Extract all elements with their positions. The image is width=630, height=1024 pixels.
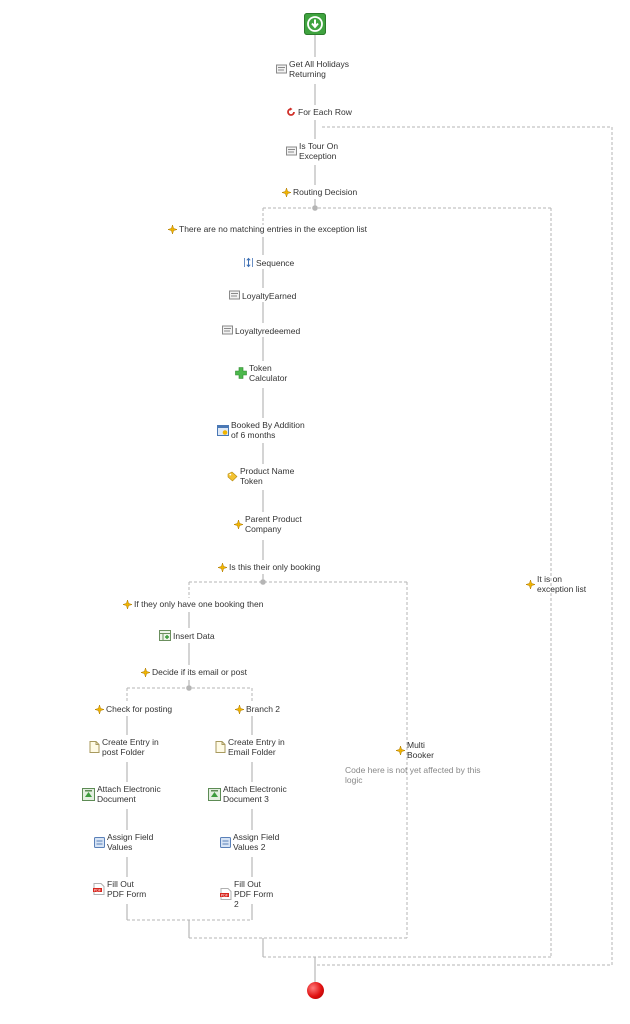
step-label: Insert Data <box>173 630 215 641</box>
step-booked-by-addition[interactable]: Booked By Addition of 6 months <box>217 420 311 440</box>
step-label: Fill Out PDF Form 2 <box>234 879 274 909</box>
step-label: Get All Holidays Returning <box>289 59 349 79</box>
branch-it-is-on-exception-list[interactable]: It is on exception list <box>526 574 599 594</box>
step-label: For Each Row <box>298 107 352 117</box>
document-icon <box>89 741 100 753</box>
step-product-name-token[interactable]: Product Name Token <box>227 466 300 486</box>
step-fill-out-pdf-form-2[interactable]: PDF Fill Out PDF Form 2 <box>220 879 279 909</box>
decision-star-icon <box>218 562 227 572</box>
decision-star-icon <box>123 599 132 609</box>
step-is-tour-on-exception[interactable]: Is Tour On Exception <box>286 141 344 161</box>
step-label: It is on exception list <box>537 574 587 594</box>
step-routing-decision[interactable]: Routing Decision <box>282 187 357 197</box>
assign-fields-icon <box>220 836 231 848</box>
step-decide-email-or-post[interactable]: Decide if its email or post <box>141 667 247 677</box>
step-label: Booked By Addition of 6 months <box>231 420 305 440</box>
step-label: Decide if its email or post <box>152 667 247 677</box>
query-icon <box>276 64 287 73</box>
query-icon <box>222 325 233 335</box>
step-label: Assign Field Values <box>107 832 154 852</box>
green-plus-icon <box>235 367 247 379</box>
assign-fields-icon <box>94 836 105 848</box>
step-label: Sequence <box>256 257 295 268</box>
workflow-end-node[interactable] <box>307 982 324 999</box>
token-icon <box>227 471 238 481</box>
step-label: There are no matching entries in the exc… <box>179 224 368 234</box>
pdf-icon: PDF <box>93 883 105 895</box>
step-create-entry-email-folder[interactable]: Create Entry in Email Folder <box>215 737 294 757</box>
attach-document-icon <box>208 787 221 801</box>
step-label: Routing Decision <box>293 187 358 197</box>
branch-branch-2[interactable]: Branch 2 <box>235 704 280 714</box>
step-label: Create Entry in post Folder <box>102 737 159 757</box>
step-label: Loyaltyredeemed <box>235 325 301 336</box>
step-label: Attach Electronic Document <box>97 784 161 804</box>
sequence-icon <box>244 257 253 268</box>
step-label: Assign Field Values 2 <box>233 832 280 852</box>
multi-booker-note: Code here is not yet affected by this lo… <box>345 765 481 785</box>
step-for-each-row[interactable]: For Each Row <box>286 107 352 117</box>
step-loyalty-redeemed[interactable]: Loyaltyredeemed <box>222 325 300 336</box>
step-insert-data[interactable]: Insert Data <box>159 630 215 641</box>
loop-icon <box>287 107 295 116</box>
step-fill-out-pdf-form[interactable]: PDF Fill Out PDF Form <box>93 879 147 899</box>
step-assign-field-values[interactable]: Assign Field Values <box>94 832 157 852</box>
decision-star-icon <box>234 519 243 529</box>
decision-star-icon <box>141 667 150 677</box>
decision-star-icon <box>526 579 535 589</box>
step-attach-electronic-document[interactable]: Attach Electronic Document <box>82 784 167 804</box>
query-icon <box>229 290 240 300</box>
step-parent-product-company[interactable]: Parent Product Company <box>234 514 307 534</box>
pdf-icon: PDF <box>220 888 232 900</box>
download-arrow-icon <box>307 16 323 32</box>
step-label: Is Tour On Exception <box>299 141 339 161</box>
branch-check-for-posting[interactable]: Check for posting <box>95 704 172 714</box>
step-label: LoyaltyEarned <box>242 290 297 301</box>
step-label: If they only have one booking then <box>134 599 264 609</box>
step-label: Fill Out PDF Form <box>107 879 147 899</box>
svg-text:PDF: PDF <box>94 888 102 892</box>
step-is-this-their-only-booking[interactable]: Is this their only booking <box>218 562 320 572</box>
step-label: Attach Electronic Document 3 <box>223 784 287 804</box>
calendar-icon <box>217 425 229 436</box>
branch-no-matching-entries[interactable]: There are no matching entries in the exc… <box>168 224 367 234</box>
step-label: Product Name Token <box>240 466 295 486</box>
step-loyalty-earned[interactable]: LoyaltyEarned <box>229 290 296 301</box>
step-label: Multi Booker <box>407 740 434 760</box>
workflow-start-node[interactable] <box>304 13 326 35</box>
branch-only-one-booking[interactable]: If they only have one booking then <box>123 599 263 609</box>
step-create-entry-post-folder[interactable]: Create Entry in post Folder <box>89 737 168 757</box>
decision-star-icon <box>95 704 104 714</box>
step-label: Branch 2 <box>246 704 281 714</box>
step-get-all-holidays[interactable]: Get All Holidays Returning <box>276 59 369 79</box>
decision-star-icon <box>235 704 244 714</box>
attach-document-icon <box>82 787 95 801</box>
step-sequence[interactable]: Sequence <box>243 257 294 268</box>
step-label: Parent Product Company <box>245 514 302 534</box>
step-token-calculator[interactable]: Token Calculator <box>235 363 294 383</box>
step-label: Is this their only booking <box>229 562 321 572</box>
decision-star-icon <box>168 224 177 234</box>
step-label: Check for posting <box>106 704 173 714</box>
decision-star-icon <box>396 745 405 755</box>
branch-multi-booker[interactable]: Multi Booker <box>396 740 443 760</box>
svg-text:PDF: PDF <box>221 893 229 897</box>
step-label: Token Calculator <box>249 363 288 383</box>
insert-data-icon <box>159 630 171 641</box>
decision-star-icon <box>282 187 291 197</box>
step-attach-electronic-document-3[interactable]: Attach Electronic Document 3 <box>208 784 293 804</box>
step-label: Create Entry in Email Folder <box>228 737 285 757</box>
step-assign-field-values-2[interactable]: Assign Field Values 2 <box>220 832 283 852</box>
document-icon <box>215 741 226 753</box>
query-icon <box>286 146 297 155</box>
